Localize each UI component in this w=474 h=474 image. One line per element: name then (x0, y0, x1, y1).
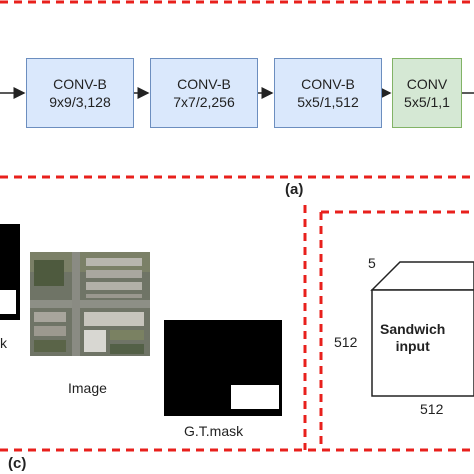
panel-a-label: (a) (285, 181, 304, 198)
conv-b-block-2-title: CONV-B (177, 76, 231, 92)
conv-b-block-2: CONV-B 7x7/2,256 (150, 58, 258, 128)
conv-b-block-3-params: 5x5/1,512 (297, 94, 359, 110)
aerial-image (30, 252, 150, 356)
conv-b-block-2-params: 7x7/2,256 (173, 94, 235, 110)
panel-c-label: (c) (8, 455, 27, 472)
sandwich-width-label: 512 (420, 401, 444, 417)
conv-b-block-1-title: CONV-B (53, 76, 107, 92)
sandwich-cube (370, 261, 474, 397)
partial-mask-highlight (0, 290, 16, 314)
sandwich-height-label: 512 (334, 334, 358, 350)
sandwich-title-line2: input (395, 338, 430, 354)
conv-block-4-params: 5x5/1,1 (404, 94, 450, 110)
image-label: Image (68, 380, 107, 396)
sandwich-title: Sandwich input (380, 321, 445, 355)
conv-block-4: CONV 5x5/1,1 (392, 58, 462, 128)
conv-b-block-1-params: 9x9/3,128 (49, 94, 111, 110)
partial-mask-label: k (0, 335, 7, 351)
sandwich-depth-label: 5 (368, 255, 376, 271)
conv-b-block-1: CONV-B 9x9/3,128 (26, 58, 134, 128)
conv-block-4-title: CONV (406, 76, 448, 92)
conv-b-block-3: CONV-B 5x5/1,512 (274, 58, 382, 128)
gt-mask-highlight (231, 385, 279, 409)
conv-b-block-3-title: CONV-B (301, 76, 355, 92)
gt-mask-label: G.T.mask (184, 423, 244, 439)
sandwich-title-line1: Sandwich (380, 321, 446, 337)
